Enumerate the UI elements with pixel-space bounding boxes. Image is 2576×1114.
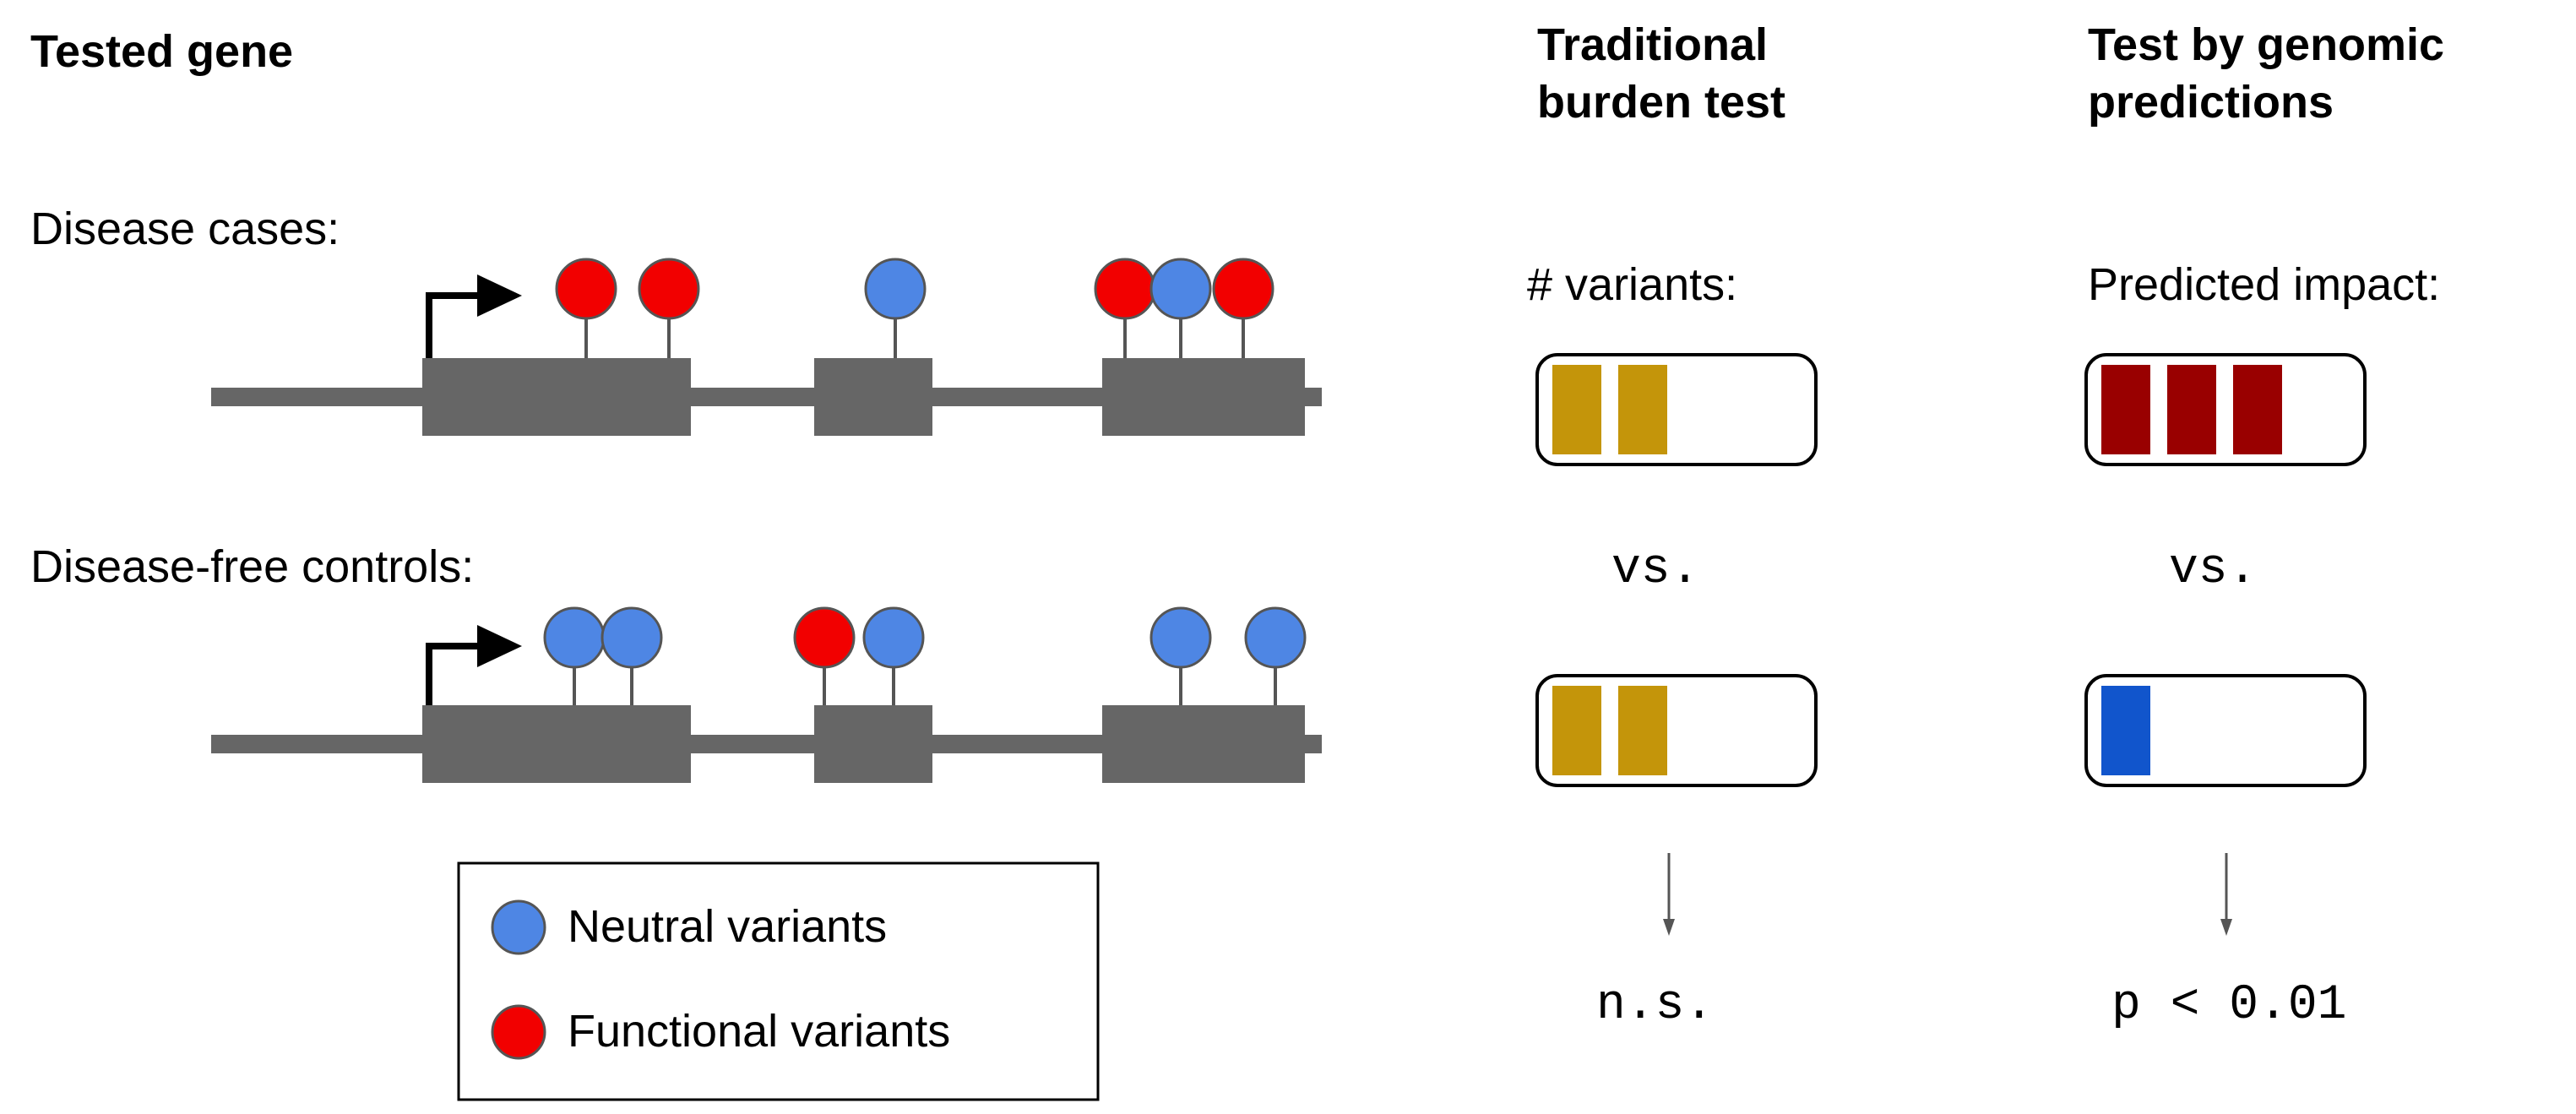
controls-variant-count-box	[1535, 674, 1818, 787]
traditional-burden-heading-line1: Traditional	[1537, 19, 1769, 70]
variant-count-bar	[1618, 365, 1667, 454]
neutral-variant-swatch	[491, 899, 546, 955]
neutral-variant	[864, 258, 927, 320]
variants-count-label: # variants:	[1527, 259, 1738, 310]
disease-free-controls-label: Disease-free controls:	[30, 541, 475, 592]
functional-variant	[793, 606, 856, 669]
exon-3	[1102, 705, 1305, 783]
cases-impact-box	[2084, 353, 2367, 466]
legend-box	[457, 861, 1100, 1101]
neutral-variant	[1149, 606, 1212, 669]
exon-2	[814, 358, 932, 436]
variant-count-bar	[1618, 686, 1667, 775]
exon-2	[814, 705, 932, 783]
result-right: p < 0.01	[2111, 978, 2347, 1033]
impact-bar-high	[2101, 365, 2150, 454]
neutral-variant	[601, 606, 663, 669]
tested-gene-heading: Tested gene	[30, 26, 294, 77]
gene-track-cases	[211, 258, 1322, 436]
impact-bar-high	[2233, 365, 2282, 454]
down-arrow-left	[1663, 853, 1675, 936]
variant-count-bar	[1552, 686, 1601, 775]
promoter-arrowhead	[477, 625, 522, 667]
functional-variant-swatch	[491, 1004, 546, 1060]
exon-1	[422, 358, 691, 436]
variant-count-bar	[1552, 365, 1601, 454]
genomic-predictions-heading-line1: Test by genomic	[2088, 19, 2445, 70]
neutral-variant	[1149, 258, 1212, 320]
controls-impact-box	[2084, 674, 2367, 787]
vs-right: vs.	[2169, 542, 2258, 597]
variant-pins-controls	[543, 606, 1307, 705]
impact-bar-high	[2167, 365, 2216, 454]
impact-bar-low	[2101, 686, 2150, 775]
disease-cases-label: Disease cases:	[30, 204, 340, 254]
promoter-arrow	[426, 643, 480, 705]
neutral-variants-legend-label: Neutral variants	[568, 901, 888, 952]
variant-pins-cases	[555, 258, 1274, 358]
neutral-variant	[1244, 606, 1307, 669]
functional-variant	[638, 258, 700, 320]
traditional-burden-heading-line2: burden test	[1537, 77, 1786, 128]
cases-variant-count-box	[1535, 353, 1818, 466]
promoter-arrow	[426, 292, 480, 358]
functional-variant	[1212, 258, 1274, 320]
functional-variant	[1094, 258, 1156, 320]
neutral-variant	[862, 606, 925, 669]
predicted-impact-label: Predicted impact:	[2088, 259, 2441, 310]
gene-track-controls	[211, 606, 1322, 783]
genomic-predictions-heading-line2: predictions	[2088, 77, 2334, 128]
promoter-arrowhead	[477, 274, 522, 317]
neutral-variant	[543, 606, 606, 669]
result-left: n.s.	[1596, 978, 1715, 1033]
exon-1	[422, 705, 691, 783]
down-arrow-right	[2220, 853, 2232, 936]
exon-3	[1102, 358, 1305, 436]
functional-variant	[555, 258, 617, 320]
vs-left: vs.	[1611, 542, 1700, 597]
count-bars	[1552, 365, 2282, 775]
functional-variants-legend-label: Functional variants	[568, 1006, 951, 1057]
